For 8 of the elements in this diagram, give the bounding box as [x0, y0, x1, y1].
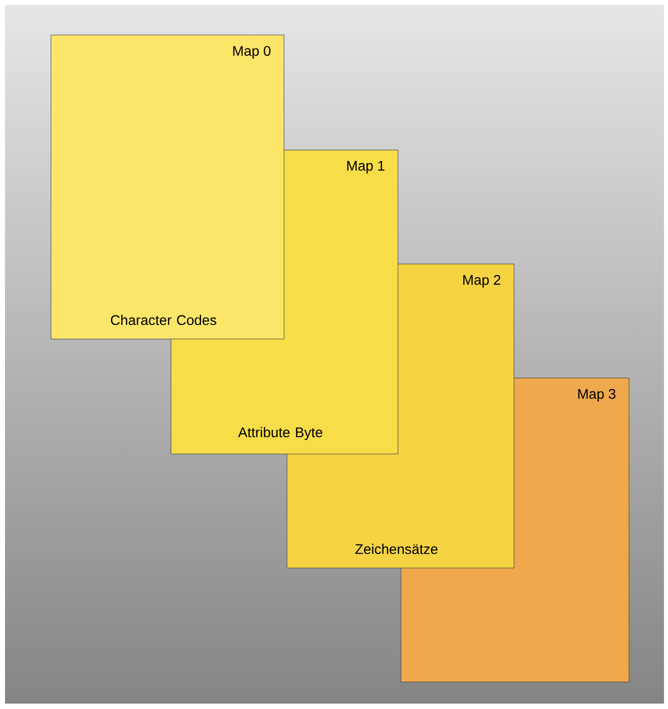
- card: [50, 34, 284, 340]
- card-label: Attribute Byte: [238, 427, 322, 440]
- card-label: Zeichensätze: [355, 544, 438, 554]
- card-title: Map 2: [463, 274, 500, 288]
- card-title: Map 3: [578, 388, 616, 402]
- card-title: Map 0: [233, 46, 270, 59]
- card-label: Character Codes: [110, 314, 216, 326]
- card-title: Map 1: [347, 160, 384, 174]
